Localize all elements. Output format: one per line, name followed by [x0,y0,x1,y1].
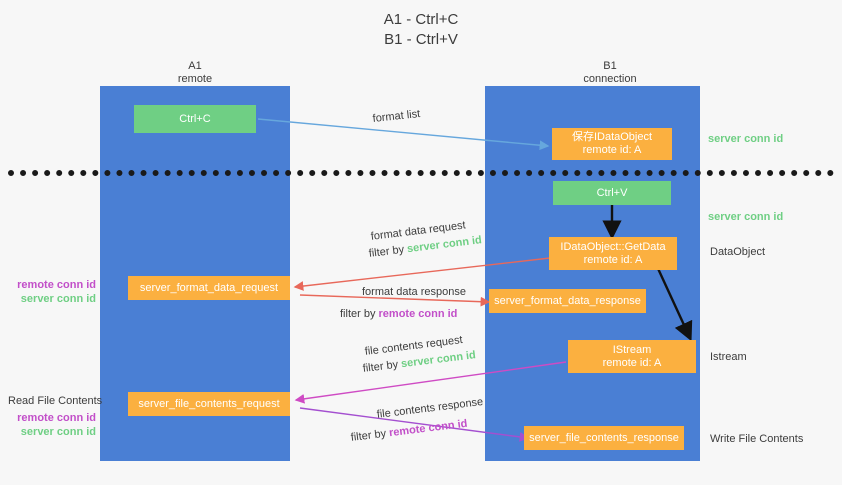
edge-label-file-contents-response-filter: filter by remote conn id [350,417,468,445]
node-server-file-contents-request[interactable]: server_file_contents_request [128,392,290,416]
lane-b1-name: B1 [603,60,617,72]
filter-by-text-3: filter by [362,358,399,375]
node-ctrl-v-label: Ctrl+V [596,186,628,199]
remote-conn-id-text-1: remote conn id [378,308,458,320]
remote-conn-id-text-2: remote conn id [388,417,469,440]
title-line-1: A1 - Ctrl+C [383,11,459,28]
lane-a1-sub: remote [177,73,213,85]
lane-a1-name: A1 [188,60,202,72]
node-ctrl-c-label: Ctrl+C [179,112,211,125]
left-label-remote-conn-id-2: remote conn id [17,412,96,424]
node-server-format-data-request-label: server_format_data_request [139,281,279,294]
filter-by-text-2: filter by [340,308,376,320]
left-label-server-conn-id-2: server conn id [20,426,96,438]
left-label-remote-conn-id-1: remote conn id [17,279,96,291]
left-label-group-1: remote conn id server conn id [8,278,96,306]
right-label-server-conn-id-1: server conn id [708,133,784,145]
lane-header-b1: B1 connection [530,60,690,86]
node-istream-remote-id: remote id: A [602,356,662,369]
page-title: A1 - Ctrl+C B1 - Ctrl+V [0,10,842,50]
node-idataobject-getdata-remote-id: remote id: A [583,253,643,266]
node-istream-label: IStream [612,343,652,356]
node-idataobject-getdata-label: IDataObject::GetData [560,240,666,253]
node-server-file-contents-response-label: server_file_contents_response [529,431,679,444]
node-save-idataobject[interactable]: 保存IDataObject remote id: A [552,128,672,160]
edge-label-file-contents-response: file contents response [376,395,484,421]
node-server-format-data-response-label: server_format_data_response [494,294,641,307]
lane-b1-sub: connection [583,73,637,85]
lane-header-a1: A1 remote [115,60,275,86]
title-line-2: B1 - Ctrl+V [384,31,458,48]
right-label-dataobject: DataObject [710,246,766,258]
node-istream[interactable]: IStream remote id: A [568,340,696,373]
edge-label-format-data-response: format data response [362,286,466,298]
node-save-idataobject-remote-id: remote id: A [582,144,642,156]
right-label-server-conn-id-2: server conn id [708,211,784,223]
phase-divider [8,170,834,176]
node-server-format-data-response[interactable]: server_format_data_response [489,289,646,313]
right-label-write-file-contents: Write File Contents [710,433,804,445]
left-label-server-conn-id-1: server conn id [20,293,96,305]
right-label-istream: Istream [710,351,747,363]
left-label-read-file-contents: Read File Contents [8,395,103,407]
node-save-idataobject-label: 保存IDataObject [571,131,653,143]
node-ctrl-c[interactable]: Ctrl+C [134,105,256,133]
filter-by-text-4: filter by [350,427,387,444]
node-server-file-contents-request-label: server_file_contents_request [138,397,280,410]
edge-label-format-data-response-filter: filter by remote conn id [340,307,457,321]
node-ctrl-v[interactable]: Ctrl+V [553,181,671,205]
node-server-format-data-request[interactable]: server_format_data_request [128,276,290,300]
node-idataobject-getdata[interactable]: IDataObject::GetData remote id: A [549,237,677,270]
left-label-group-2: remote conn id server conn id [8,411,96,439]
node-server-file-contents-response[interactable]: server_file_contents_response [524,426,684,450]
edge-label-format-list: format list [372,108,421,125]
filter-by-text-1: filter by [368,243,405,260]
